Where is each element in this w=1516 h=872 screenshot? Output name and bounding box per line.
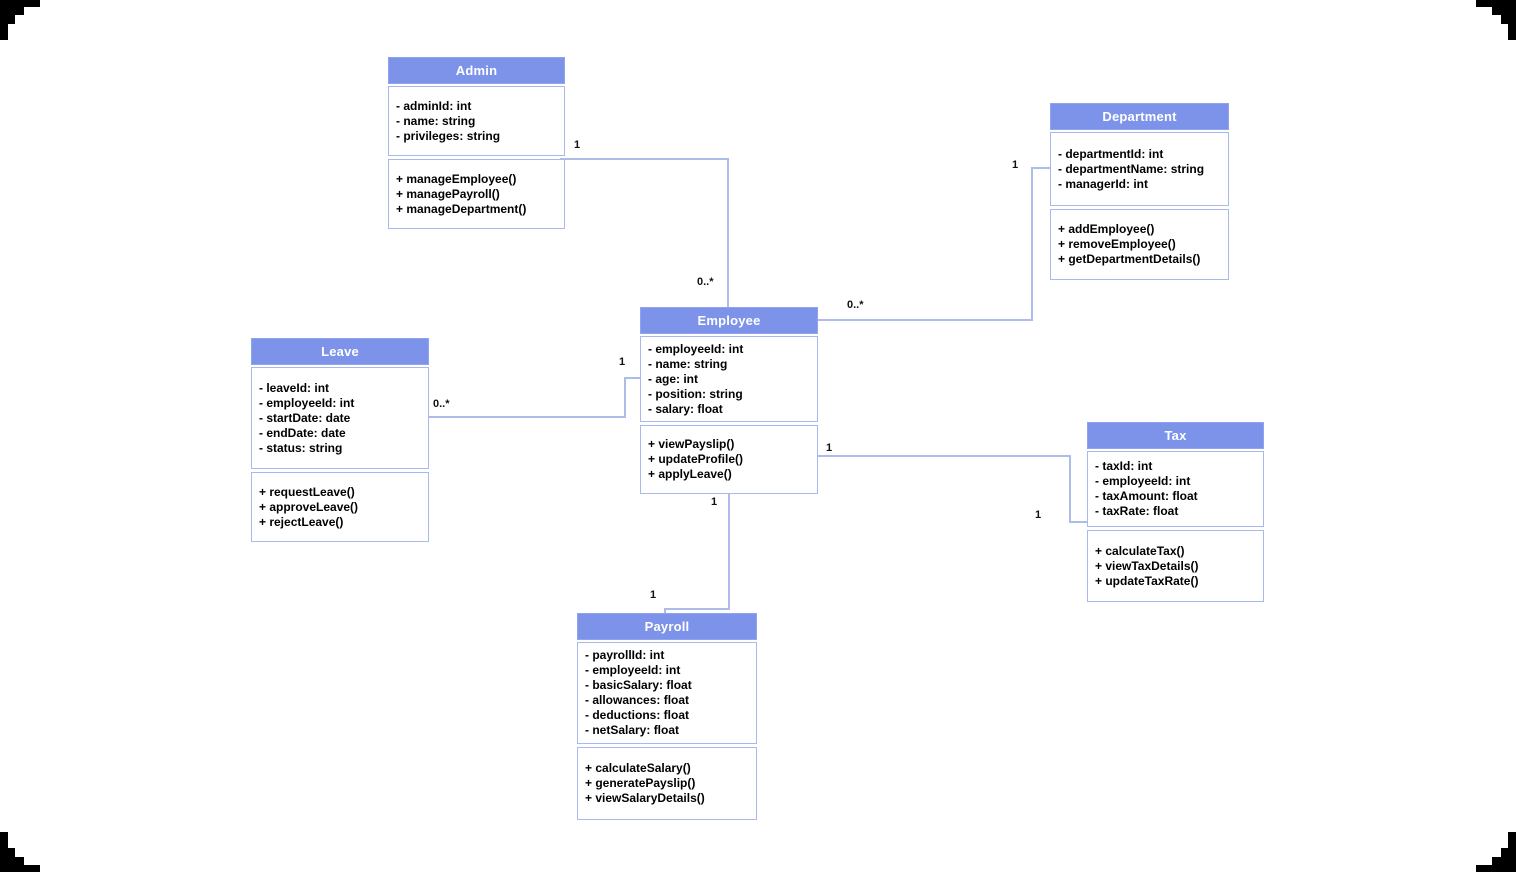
edge-admin-employee-segment <box>727 158 729 310</box>
class-payroll-title: Payroll <box>577 613 757 640</box>
uml-attribute: - basicSalary: float <box>585 678 692 692</box>
uml-attribute: - netSalary: float <box>585 723 680 737</box>
class-leave[interactable]: Leave - leaveId: int - employeeId: int -… <box>251 338 429 542</box>
uml-attribute: - departmentId: int <box>1058 146 1164 161</box>
class-department[interactable]: Department - departmentId: int - departm… <box>1050 103 1229 280</box>
uml-method: + manageEmployee() <box>396 171 517 186</box>
uml-attribute: - employeeId: int <box>259 395 355 410</box>
multiplicity-label: 1 <box>826 442 833 454</box>
class-department-title: Department <box>1050 103 1229 130</box>
class-employee-attributes: - employeeId: int - name: string - age: … <box>640 336 818 422</box>
rounded-corner-top-right <box>1472 0 1516 44</box>
uml-method: + approveLeave() <box>259 499 359 514</box>
edge-employee-payroll-segment <box>664 608 730 610</box>
uml-attribute: - name: string <box>396 113 476 128</box>
rounded-corner-bottom-left <box>0 828 44 872</box>
uml-attribute: - taxId: int <box>1095 459 1153 473</box>
uml-method: + rejectLeave() <box>259 514 344 529</box>
uml-attribute: - name: string <box>648 356 728 371</box>
class-department-methods: + addEmployee() + removeEmployee() + get… <box>1050 209 1229 280</box>
class-tax-attributes: - taxId: int - employeeId: int - taxAmou… <box>1087 451 1264 527</box>
uml-attribute: - startDate: date <box>259 410 351 425</box>
edge-leave-employee-segment <box>624 377 642 379</box>
uml-method: + calculateSalary() <box>585 761 691 775</box>
edge-department-employee-segment <box>1031 167 1033 321</box>
uml-attribute: - position: string <box>648 386 743 401</box>
uml-attribute: - employeeId: int <box>648 341 744 356</box>
class-leave-methods: + requestLeave() + approveLeave() + reje… <box>251 472 429 542</box>
multiplicity-label: 1 <box>619 356 626 368</box>
class-admin-methods: + manageEmployee() + managePayroll() + m… <box>388 159 565 229</box>
edge-leave-employee-segment <box>624 377 626 418</box>
edge-employee-tax-segment <box>812 455 1071 457</box>
multiplicity-label: 0..* <box>847 299 864 311</box>
class-department-attributes: - departmentId: int - departmentName: st… <box>1050 132 1229 206</box>
multiplicity-label: 1 <box>650 589 657 601</box>
edge-employee-payroll-segment <box>664 608 666 616</box>
uml-method: + updateProfile() <box>648 452 744 466</box>
edge-employee-payroll-segment <box>728 486 730 610</box>
uml-attribute: - privileges: string <box>396 128 501 143</box>
class-admin-attributes: - adminId: int - name: string - privileg… <box>388 86 565 156</box>
uml-method: + addEmployee() <box>1058 222 1155 236</box>
edge-employee-tax-segment <box>1069 521 1089 523</box>
uml-attribute: - leaveId: int <box>259 380 330 395</box>
uml-attribute: - age: int <box>648 371 698 386</box>
class-employee[interactable]: Employee - employeeId: int - name: strin… <box>640 307 818 494</box>
uml-attribute: - employeeId: int <box>1095 474 1191 488</box>
rounded-corner-top-left <box>0 0 40 40</box>
class-admin[interactable]: Admin - adminId: int - name: string - pr… <box>388 57 565 229</box>
rounded-corner-bottom-right <box>1472 828 1516 872</box>
uml-method: + viewPayslip() <box>648 437 735 451</box>
multiplicity-label: 0..* <box>433 398 450 410</box>
multiplicity-label: 1 <box>574 139 581 151</box>
uml-method: + manageDepartment() <box>396 201 527 216</box>
uml-method: + generatePayslip() <box>585 776 696 790</box>
edge-department-employee-segment <box>1031 167 1053 169</box>
class-payroll-methods: + calculateSalary() + generatePayslip() … <box>577 747 757 820</box>
edge-admin-employee-segment <box>560 158 728 160</box>
class-employee-methods: + viewPayslip() + updateProfile() + appl… <box>640 425 818 494</box>
uml-attribute: - salary: float <box>648 401 723 416</box>
uml-method: + managePayroll() <box>396 186 500 201</box>
multiplicity-label: 1 <box>1012 159 1019 171</box>
uml-attribute: - adminId: int <box>396 98 472 113</box>
uml-attribute: - allowances: float <box>585 693 690 707</box>
class-leave-attributes: - leaveId: int - employeeId: int - start… <box>251 367 429 469</box>
uml-method: + calculateTax() <box>1095 543 1185 558</box>
uml-attribute: - endDate: date <box>259 425 346 440</box>
class-payroll-attributes: - payrollId: int - employeeId: int - bas… <box>577 642 757 744</box>
class-payroll[interactable]: Payroll - payrollId: int - employeeId: i… <box>577 613 757 820</box>
class-tax-title: Tax <box>1087 422 1264 449</box>
uml-attribute: - employeeId: int <box>585 663 681 677</box>
uml-method: + updateTaxRate() <box>1095 573 1199 588</box>
uml-attribute: - deductions: float <box>585 708 689 722</box>
uml-attribute: - managerId: int <box>1058 176 1149 191</box>
edge-leave-employee-segment <box>422 416 626 418</box>
multiplicity-label: 1 <box>1035 509 1042 521</box>
class-tax[interactable]: Tax - taxId: int - employeeId: int - tax… <box>1087 422 1264 602</box>
class-tax-methods: + calculateTax() + viewTaxDetails() + up… <box>1087 530 1264 602</box>
class-leave-title: Leave <box>251 338 429 365</box>
uml-method: + viewTaxDetails() <box>1095 558 1199 573</box>
class-admin-title: Admin <box>388 57 565 84</box>
edge-department-employee-segment <box>812 319 1033 321</box>
uml-attribute: - status: string <box>259 440 343 455</box>
uml-method: + viewSalaryDetails() <box>585 791 705 805</box>
uml-method: + requestLeave() <box>259 484 355 499</box>
multiplicity-label: 1 <box>711 496 718 508</box>
uml-attribute: - departmentName: string <box>1058 161 1205 176</box>
uml-attribute: - taxAmount: float <box>1095 489 1198 503</box>
edge-employee-tax-segment <box>1069 455 1071 523</box>
uml-method: + removeEmployee() <box>1058 237 1176 251</box>
uml-method: + getDepartmentDetails() <box>1058 252 1201 266</box>
uml-attribute: - payrollId: int <box>585 648 665 662</box>
class-employee-title: Employee <box>640 307 818 334</box>
uml-method: + applyLeave() <box>648 467 732 481</box>
uml-attribute: - taxRate: float <box>1095 504 1179 518</box>
multiplicity-label: 0..* <box>697 276 714 288</box>
